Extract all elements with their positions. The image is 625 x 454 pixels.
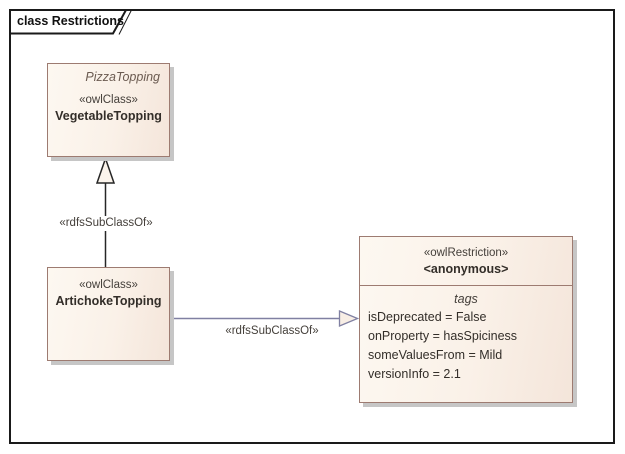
frame-tab [9,9,128,35]
parent-classifier-label: PizzaTopping [85,70,160,84]
class-name: ArtichokeTopping [55,294,162,308]
stereotype-label: «owlClass» [79,94,138,106]
generalization-connector-label: «rdfsSubClassOf» [56,216,156,231]
stereotype-label: «owlRestriction» [423,247,509,259]
generalization-arrowhead-icon [95,156,116,184]
tag-value-line: isDeprecated = False [368,310,487,324]
class-box-vegetabletopping[interactable]: PizzaTopping «owlClass» VegetableTopping [47,63,170,157]
class-box-artichoketopping[interactable]: «owlClass» ArtichokeTopping [47,267,170,361]
tags-compartment: isDeprecated = False onProperty = hasSpi… [368,308,568,384]
frame-label: class Restrictions [17,14,124,28]
tag-value-line: onProperty = hasSpiciness [368,329,518,343]
element-name: <anonymous> [423,262,509,276]
restriction-arrowhead-icon [338,310,360,327]
frame-tab-slash [118,9,132,35]
tag-value-line: versionInfo = 2.1 [368,367,461,381]
restriction-connector-label: «rdfsSubClassOf» [225,325,319,337]
class-name: VegetableTopping [55,109,162,123]
stereotype-label: «owlClass» [79,279,138,291]
restriction-box-anonymous[interactable]: «owlRestriction» <anonymous> tags isDepr… [359,236,573,403]
diagram-frame-border [9,9,615,444]
tag-value-line: someValuesFrom = Mild [368,348,503,362]
tags-compartment-title: tags [454,292,478,306]
restriction-header-compartment: «owlRestriction» <anonymous> [360,237,572,286]
